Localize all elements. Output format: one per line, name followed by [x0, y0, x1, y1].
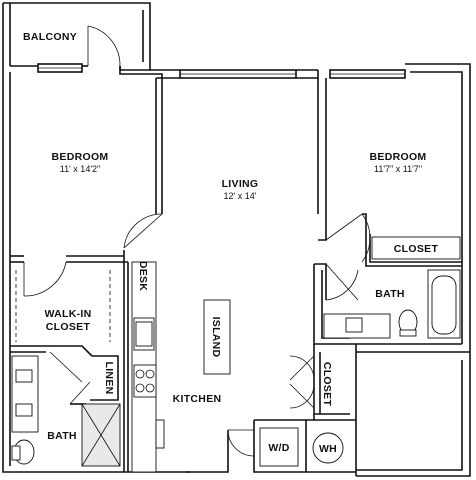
closet-rods	[15, 270, 111, 342]
kitchen-label: KITCHEN	[173, 393, 222, 405]
bath-1-fixtures	[11, 355, 121, 467]
living-label: LIVING	[222, 178, 259, 190]
bedroom-2-label: BEDROOM	[370, 151, 427, 163]
bath-2-fixtures	[323, 269, 461, 339]
balcony-door	[87, 25, 121, 67]
bedroom-2-dimensions: 11'7" x 11'7"	[374, 164, 422, 174]
hall-closet-label: CLOSET	[321, 362, 333, 407]
bath-1-label: BATH	[47, 430, 77, 442]
island-label: ISLAND	[210, 317, 222, 358]
bedroom-1-label: BEDROOM	[52, 151, 109, 163]
walk-in-closet-label-line-1: WALK-IN	[44, 308, 91, 320]
desk-label: DESK	[137, 261, 149, 291]
utility-fixtures	[259, 427, 344, 467]
walk-in-closet-label-line-2: CLOSET	[46, 321, 91, 333]
water-heater-label: WH	[319, 443, 337, 455]
bath-2-label: BATH	[375, 288, 405, 300]
linen-label: LINEN	[103, 362, 115, 395]
exterior-walls	[2, 2, 471, 477]
kitchen-counter	[131, 261, 231, 473]
bedroom-1-dimensions: 11' x 14'2"	[60, 164, 101, 174]
bedroom-closet-label: CLOSET	[394, 243, 439, 255]
living-dimensions: 12' x 14'	[224, 191, 257, 201]
interior-walls	[10, 78, 462, 476]
balcony-label: BALCONY	[23, 31, 77, 43]
washer-dryer-label: W/D	[268, 442, 289, 454]
windows	[37, 63, 406, 79]
door-swings	[23, 213, 371, 457]
